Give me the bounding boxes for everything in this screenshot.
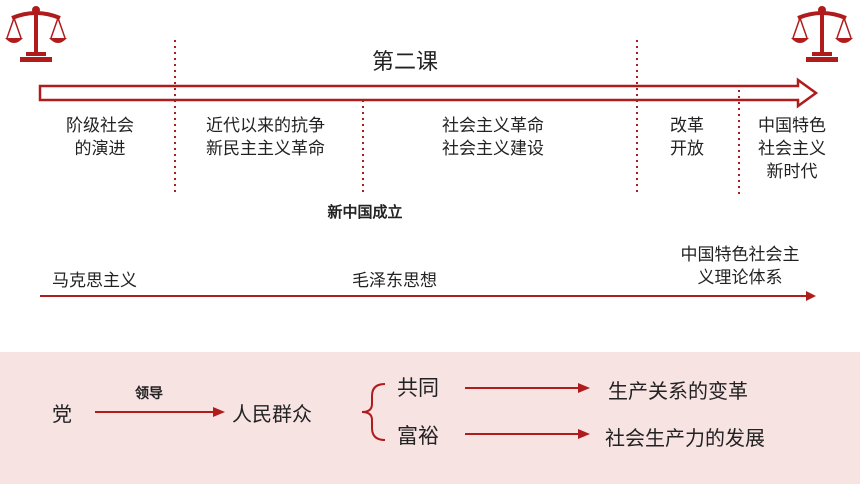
- period-label: 改革开放: [670, 116, 704, 159]
- theory-label: 马克思主义: [52, 271, 137, 291]
- brace: [361, 383, 386, 441]
- result-productivity-label: 社会生产力的发展: [605, 426, 765, 450]
- relationship-graphic: [95, 383, 590, 441]
- together-label: 共同: [397, 376, 439, 400]
- period-label: 中国特色社会主义新时代: [758, 116, 826, 182]
- theory-label: 毛泽东思想: [352, 271, 437, 291]
- balance-scale-icon-right: [791, 6, 853, 62]
- balance-scale-icon-left: [5, 6, 67, 62]
- lead-label: 领导: [135, 386, 163, 402]
- people-label: 人民群众: [232, 402, 312, 426]
- period-label: 近代以来的抗争新民主主义革命: [206, 116, 325, 159]
- milestone-label: 新中国成立: [327, 203, 403, 221]
- period-label: 社会主义革命社会主义建设: [442, 116, 544, 159]
- timeline-arrow: [38, 77, 819, 109]
- party-label: 党: [52, 402, 72, 426]
- theory-label: 中国特色社会主义理论体系: [680, 245, 800, 288]
- relationship-band: [0, 352, 860, 484]
- lesson-title: 第二课: [371, 50, 438, 75]
- timeline-graphic: [38, 40, 819, 301]
- theory-arrow-head: [806, 291, 816, 301]
- period-label: 阶级社会的演进: [66, 116, 134, 159]
- result-relations-label: 生产关系的变革: [608, 379, 748, 403]
- prosperity-label: 富裕: [397, 424, 439, 448]
